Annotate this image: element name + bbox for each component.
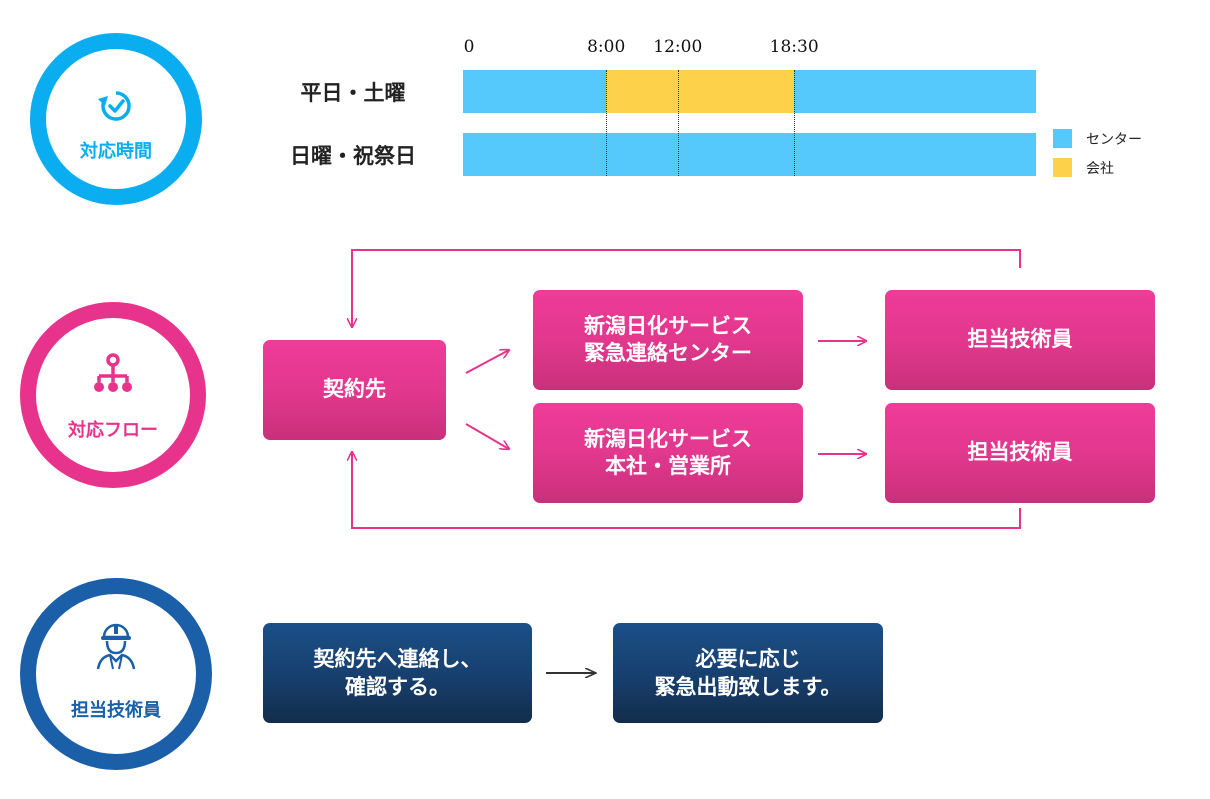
technician-box-2: 担当技術員 bbox=[885, 403, 1155, 503]
timeline-bar bbox=[463, 70, 1036, 113]
time-guide-line bbox=[606, 70, 608, 176]
contact-client-label: 契約先へ連絡し、 確認する。 bbox=[313, 646, 482, 699]
tick-label: 8:00 bbox=[587, 37, 626, 57]
arrow-client-to-center bbox=[465, 350, 509, 374]
row-label: 日曜・祝祭日 bbox=[290, 144, 416, 168]
legend-label-company: 会社 bbox=[1086, 161, 1114, 177]
flow-label: 対応フロー bbox=[68, 420, 158, 441]
hours-label: 対応時間 bbox=[80, 141, 152, 162]
contact-client-box: 契約先へ連絡し、 確認する。 bbox=[263, 623, 532, 723]
worker-helmet-icon bbox=[92, 620, 140, 674]
emergency-center-box: 新潟日化サービス 緊急連絡センター bbox=[533, 290, 803, 390]
time-guide-line bbox=[794, 70, 796, 176]
head-office-label: 新潟日化サービス 本社・営業所 bbox=[584, 426, 752, 478]
client-box: 契約先 bbox=[263, 340, 446, 440]
technician-label: 担当技術員 bbox=[71, 700, 161, 721]
tick-label: 18:30 bbox=[769, 37, 819, 57]
timeline-segment-company bbox=[606, 70, 795, 113]
technician-2-label: 担当技術員 bbox=[967, 440, 1073, 465]
timeline-segment-center bbox=[463, 70, 607, 113]
technician-box-1: 担当技術員 bbox=[885, 290, 1155, 390]
timeline-segment-center bbox=[463, 133, 1036, 176]
clock-check-icon bbox=[96, 87, 136, 129]
legend-label-center: センター bbox=[1086, 132, 1142, 148]
technician-badge: 担当技術員 bbox=[20, 578, 212, 770]
emergency-dispatch-label: 必要に応じ 緊急出動致します。 bbox=[654, 646, 842, 699]
emergency-dispatch-box: 必要に応じ 緊急出動致します。 bbox=[613, 623, 883, 723]
emergency-center-label: 新潟日化サービス 緊急連絡センター bbox=[584, 313, 752, 365]
legend-swatch-center bbox=[1053, 129, 1072, 148]
tick-label: 0 bbox=[463, 37, 475, 57]
timeline-segment-center bbox=[794, 70, 1036, 113]
row-label: 平日・土曜 bbox=[300, 81, 406, 105]
timeline-bar bbox=[463, 133, 1036, 176]
client-box-label: 契約先 bbox=[323, 377, 386, 402]
hierarchy-icon bbox=[92, 352, 134, 398]
return-line-top bbox=[352, 249, 1021, 327]
time-guide-line bbox=[677, 70, 679, 176]
arrow-client-to-office bbox=[465, 423, 509, 449]
technician-1-label: 担当技術員 bbox=[967, 327, 1073, 352]
return-line-bottom bbox=[352, 452, 1021, 529]
tick-label: 12:00 bbox=[653, 37, 703, 57]
legend-swatch-company bbox=[1053, 158, 1072, 177]
head-office-box: 新潟日化サービス 本社・営業所 bbox=[533, 403, 803, 503]
